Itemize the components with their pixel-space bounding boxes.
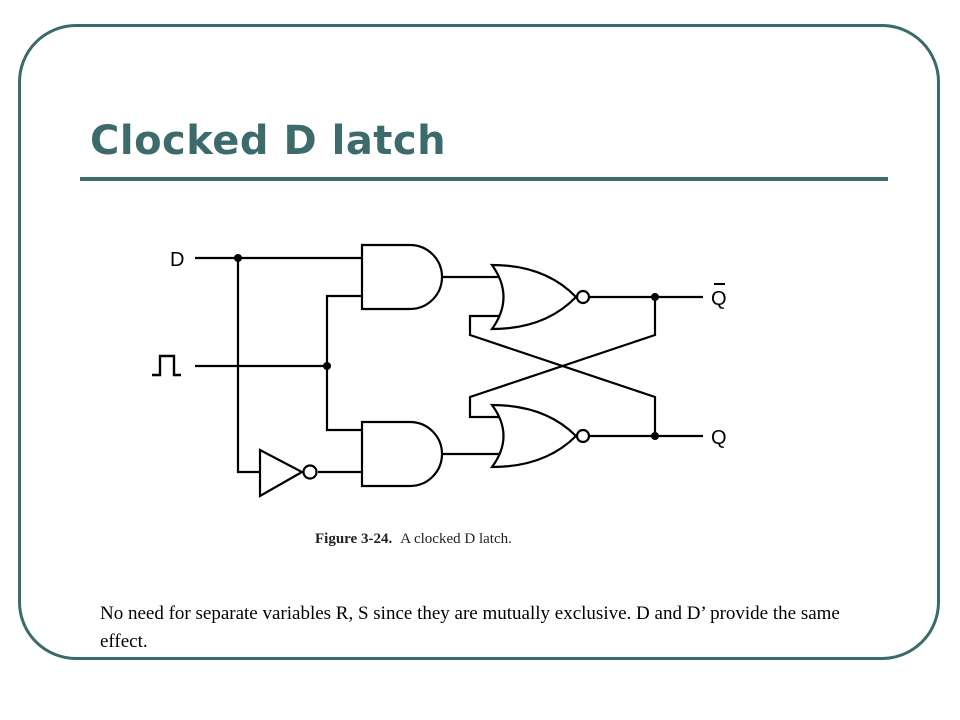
top-and-gate — [360, 243, 444, 311]
q-junction-dot — [651, 432, 659, 440]
clock-junction-dot — [323, 362, 331, 370]
slide-title: Clocked D latch — [90, 118, 447, 164]
bottom-nor-gate — [489, 403, 578, 469]
bottom-nor-bubble — [575, 428, 591, 444]
slide-frame — [18, 24, 940, 660]
figure-number: Figure 3-24. — [315, 531, 393, 547]
q-bar-junction-dot — [651, 293, 659, 301]
bottom-and-gate — [360, 420, 444, 488]
output-q-bar-label: Q — [711, 288, 727, 310]
output-q-label: Q — [711, 427, 727, 449]
clock-to-top-and-wire — [325, 294, 362, 432]
q-bar-feedback-wire — [468, 297, 657, 419]
d-branch-wire — [236, 258, 260, 474]
figure-caption-text: A clocked D latch. — [400, 531, 512, 547]
title-underline — [80, 177, 888, 181]
d-junction-dot — [234, 254, 242, 262]
top-nor-bubble — [575, 289, 591, 305]
clock-pulse-icon — [152, 354, 181, 377]
d-latch-diagram: D Q Q — [152, 243, 727, 498]
inverter-gate — [258, 448, 305, 498]
inverter-bubble — [302, 464, 318, 480]
figure-caption: Figure 3-24. A clocked D latch. — [315, 531, 512, 548]
q-feedback-wire — [468, 314, 657, 436]
input-d-label: D — [170, 249, 184, 271]
top-nor-gate — [489, 263, 578, 331]
slide-note: No need for separate variables R, S sinc… — [100, 603, 840, 652]
